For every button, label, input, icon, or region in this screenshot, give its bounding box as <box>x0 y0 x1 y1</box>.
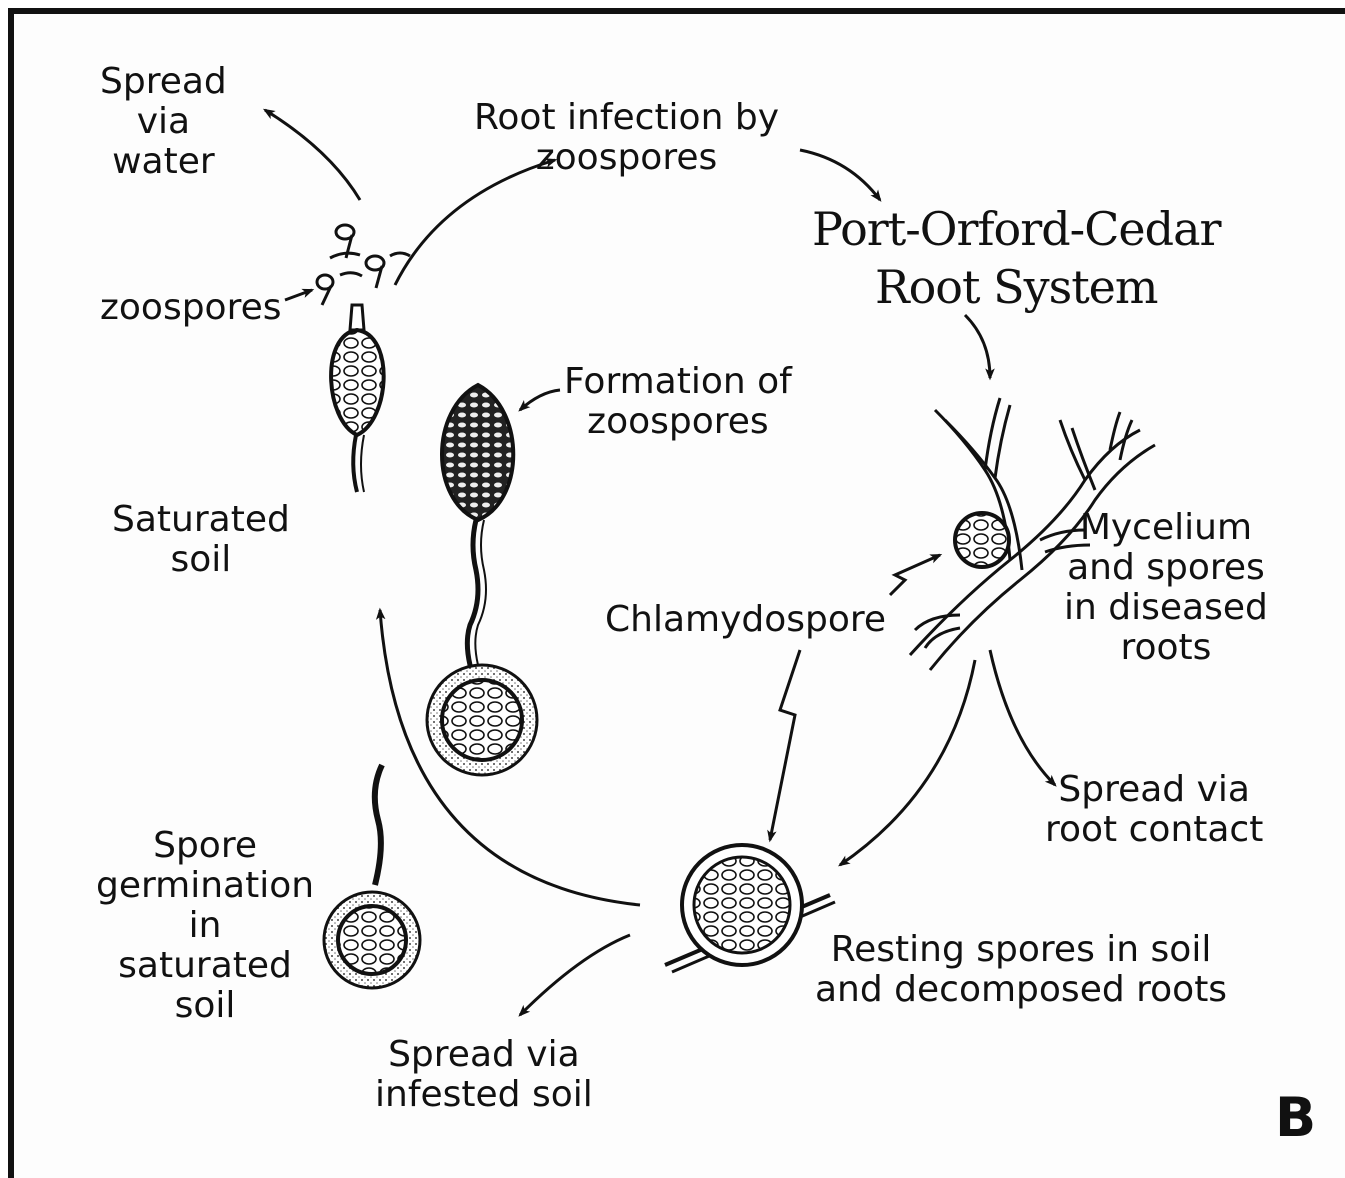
arrow-chlamydospore <box>890 555 940 595</box>
label-zoospores: zoospores <box>100 288 282 328</box>
arrow-spread-water <box>265 110 360 200</box>
germinating-spore-upper <box>427 665 537 775</box>
arrow-formation <box>520 390 560 410</box>
label-mycelium: Mycelium and spores in diseased roots <box>1064 508 1268 668</box>
arrow-chlamy-to-resting <box>770 650 800 840</box>
arrow-root-contact <box>990 650 1055 785</box>
diagram-title: Port-Orford-Cedar Root System <box>812 200 1220 316</box>
forming-sporangium <box>442 385 513 690</box>
zoospore-cluster <box>317 225 410 305</box>
releasing-sporangium <box>331 305 384 492</box>
resting-spore <box>665 845 835 972</box>
label-spread-infested-soil: Spread via infested soil <box>375 1035 593 1115</box>
label-resting-spores: Resting spores in soil and decomposed ro… <box>815 930 1227 1010</box>
arrow-to-root-system <box>800 150 880 200</box>
chlamydospore-in-root <box>955 513 1009 567</box>
germinating-spore-lower <box>324 765 420 988</box>
arrow-to-root-infection <box>395 160 555 285</box>
label-saturated-soil: Saturated soil <box>112 500 290 580</box>
arrow-to-roots <box>965 315 990 378</box>
label-spore-germination: Spore germination in saturated soil <box>96 826 314 1026</box>
panel-letter: B <box>1275 1088 1316 1148</box>
arrow-roots-to-resting <box>840 660 975 865</box>
arrow-infested-soil <box>520 935 630 1015</box>
label-spread-root-contact: Spread via root contact <box>1045 770 1263 850</box>
label-chlamydospore: Chlamydospore <box>605 600 886 640</box>
label-formation-of-zoospores: Formation of zoospores <box>564 362 792 442</box>
label-spread-water: Spread via water <box>100 62 227 182</box>
label-root-infection: Root infection by zoospores <box>474 98 779 178</box>
arrow-zoospores-label <box>285 290 312 300</box>
